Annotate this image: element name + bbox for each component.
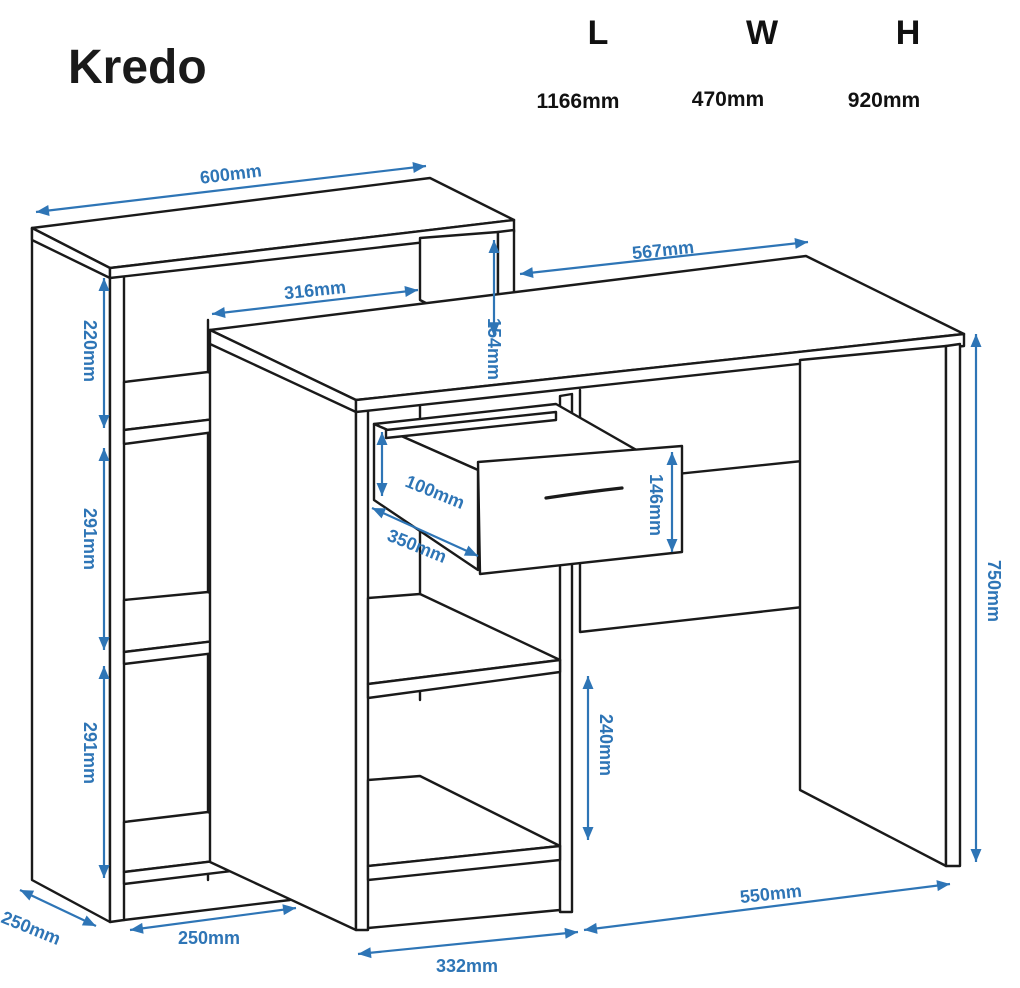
arrowhead xyxy=(488,323,500,336)
drawer xyxy=(372,402,684,576)
arrowhead xyxy=(936,880,950,892)
arrowhead xyxy=(794,237,808,249)
arrowhead xyxy=(376,483,388,496)
dim-cabinet-gap: 240mm xyxy=(596,714,616,776)
arrowhead xyxy=(98,415,110,428)
dim-shelf-space-top: 220mm xyxy=(80,320,100,382)
arrowhead xyxy=(376,432,388,445)
dim-shelf-space-middle: 291mm xyxy=(80,508,100,570)
arrowhead xyxy=(404,286,418,297)
desk xyxy=(208,254,966,868)
arrowhead xyxy=(358,947,372,959)
arrowhead xyxy=(582,676,594,689)
height-header: H xyxy=(895,14,921,52)
dim-drawer-height: 146mm xyxy=(646,474,666,536)
arrowhead xyxy=(666,539,678,552)
middle-cabinet xyxy=(208,328,574,932)
dim-desk-height: 750mm xyxy=(984,560,1004,622)
arrowhead xyxy=(582,827,594,840)
arrowhead xyxy=(130,922,144,934)
dim-shelf-width: 250mm xyxy=(178,928,240,948)
dim-side-depth: 250mm xyxy=(0,907,64,949)
arrowhead xyxy=(20,890,35,901)
arrowhead xyxy=(412,162,426,173)
arrowhead xyxy=(666,452,678,465)
arrowhead xyxy=(970,849,982,862)
product-title: Kredo xyxy=(68,41,207,94)
arrowhead xyxy=(98,448,110,461)
arrowhead xyxy=(36,205,50,216)
dim-cabinet-width: 332mm xyxy=(436,956,498,976)
arrowhead xyxy=(488,240,500,253)
arrowhead xyxy=(212,307,226,318)
width-header: W xyxy=(745,14,779,52)
arrowhead xyxy=(584,922,598,934)
arrowhead xyxy=(98,865,110,878)
arrowhead xyxy=(98,666,110,679)
arrowhead xyxy=(564,927,578,939)
dimension-arrows xyxy=(19,164,978,956)
arrowhead xyxy=(970,334,982,347)
arrowhead xyxy=(520,267,534,279)
width-value: 470mm xyxy=(691,88,765,111)
drawer-handle xyxy=(544,486,624,500)
arrowhead xyxy=(282,904,296,916)
length-header: L xyxy=(587,14,609,52)
arrowhead xyxy=(98,637,110,650)
arrowhead xyxy=(463,545,478,556)
arrowhead xyxy=(372,508,387,519)
dim-shelf-space-bottom: 291mm xyxy=(80,722,100,784)
height-value: 920mm xyxy=(847,89,921,112)
dim-desk-width: 567mm xyxy=(631,237,695,263)
arrowhead xyxy=(98,278,110,291)
dim-top-shelf-height: 154mm xyxy=(484,318,504,380)
dim-top-shelf-width: 600mm xyxy=(199,160,263,187)
length-value: 1166mm xyxy=(536,90,620,113)
arrowheads xyxy=(20,162,982,959)
arrowhead xyxy=(81,915,96,926)
